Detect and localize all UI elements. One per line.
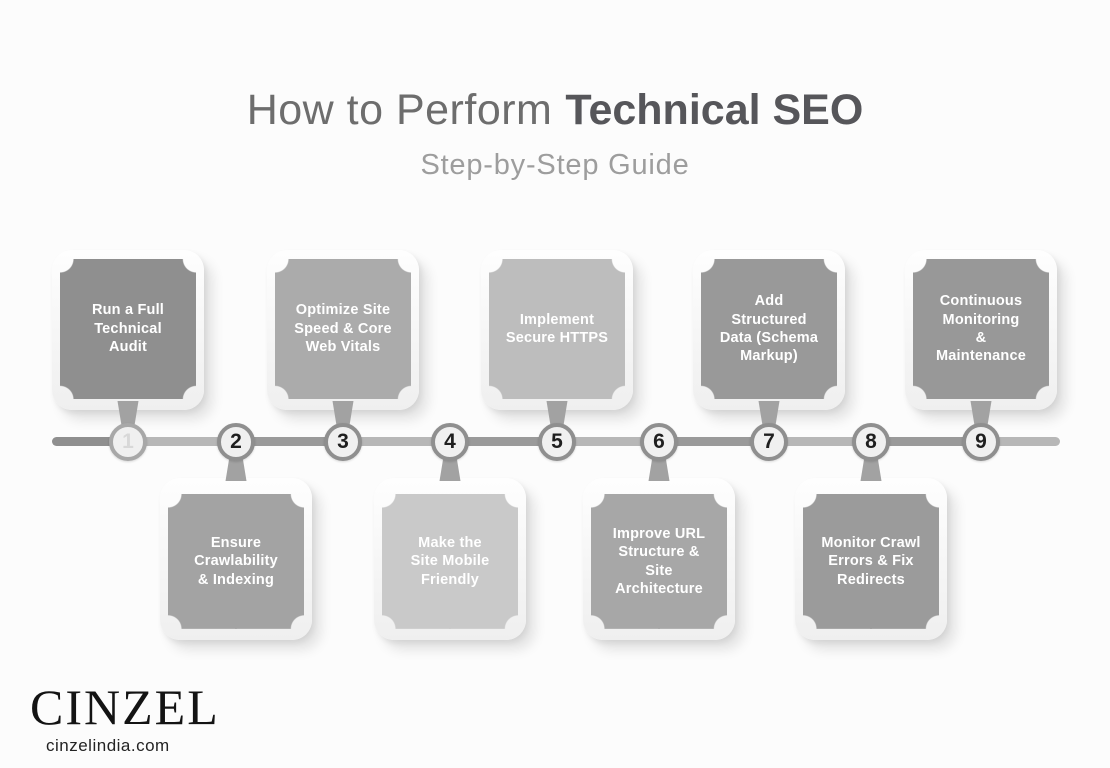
step-card: Add Structured Data (Schema Markup) <box>693 250 845 410</box>
step-number: 3 <box>337 430 349 453</box>
step-card-panel: Make the Site Mobile Friendly <box>382 494 518 629</box>
step-card-label: Implement Secure HTTPS <box>505 311 609 346</box>
step-card-label: Make the Site Mobile Friendly <box>410 534 490 588</box>
step-card-panel: Monitor Crawl Errors & Fix Redirects <box>803 494 939 629</box>
step-card-panel: Improve URL Structure & Site Architectur… <box>591 494 727 629</box>
step-number: 4 <box>444 430 456 453</box>
step-number-badge: 7 <box>750 423 788 461</box>
step-number: 9 <box>975 430 987 453</box>
step-number: 2 <box>230 430 242 453</box>
step-card-label: Add Structured Data (Schema Markup) <box>719 293 819 365</box>
step-card-panel: Add Structured Data (Schema Markup) <box>701 259 837 399</box>
step-card-panel: Ensure Crawlability & Indexing <box>168 494 304 629</box>
step-card-panel: Continuous Monitoring & Maintenance <box>913 259 1049 399</box>
step-number: 8 <box>865 430 877 453</box>
page-title-regular: How to Perform <box>246 86 553 134</box>
step-number-badge: 3 <box>324 423 362 461</box>
step-number: 1 <box>122 430 134 453</box>
step-number-badge: 9 <box>962 423 1000 461</box>
page-title-bold: Technical SEO <box>565 86 864 134</box>
step-card-panel: Implement Secure HTTPS <box>489 259 625 399</box>
step-card: Improve URL Structure & Site Architectur… <box>583 478 735 640</box>
step-card-label: Improve URL Structure & Site Architectur… <box>612 525 706 597</box>
page-subtitle: Step-by-Step Guide <box>420 149 690 181</box>
step-card-label: Optimize Site Speed & Core Web Vitals <box>294 302 392 356</box>
step-number: 5 <box>551 430 563 453</box>
step-number-badge: 2 <box>217 423 255 461</box>
step-card-panel: Run a Full Technical Audit <box>60 259 196 399</box>
page-title: How to Perform Technical SEO <box>0 86 1110 135</box>
step-number-badge: 4 <box>431 423 469 461</box>
step-number-badge: 6 <box>640 423 678 461</box>
step-card: Implement Secure HTTPS <box>481 250 633 410</box>
brand-website: cinzelindia.com <box>46 736 170 755</box>
step-number-badge: 1 <box>109 423 147 461</box>
step-card-label: Monitor Crawl Errors & Fix Redirects <box>821 534 921 588</box>
step-number-badge: 8 <box>852 423 890 461</box>
step-card-label: Run a Full Technical Audit <box>91 302 165 356</box>
step-number: 7 <box>763 430 775 453</box>
step-card-panel: Optimize Site Speed & Core Web Vitals <box>275 259 411 399</box>
step-card-label: Continuous Monitoring & Maintenance <box>935 293 1027 365</box>
step-card: Run a Full Technical Audit <box>52 250 204 410</box>
brand-logo: CINZEL <box>30 679 220 735</box>
step-card: Optimize Site Speed & Core Web Vitals <box>267 250 419 410</box>
step-card: Monitor Crawl Errors & Fix Redirects <box>795 478 947 640</box>
step-number-badge: 5 <box>538 423 576 461</box>
step-number: 6 <box>653 430 665 453</box>
step-card: Continuous Monitoring & Maintenance <box>905 250 1057 410</box>
step-card-label: Ensure Crawlability & Indexing <box>194 534 278 588</box>
step-card: Ensure Crawlability & Indexing <box>160 478 312 640</box>
step-card: Make the Site Mobile Friendly <box>374 478 526 640</box>
